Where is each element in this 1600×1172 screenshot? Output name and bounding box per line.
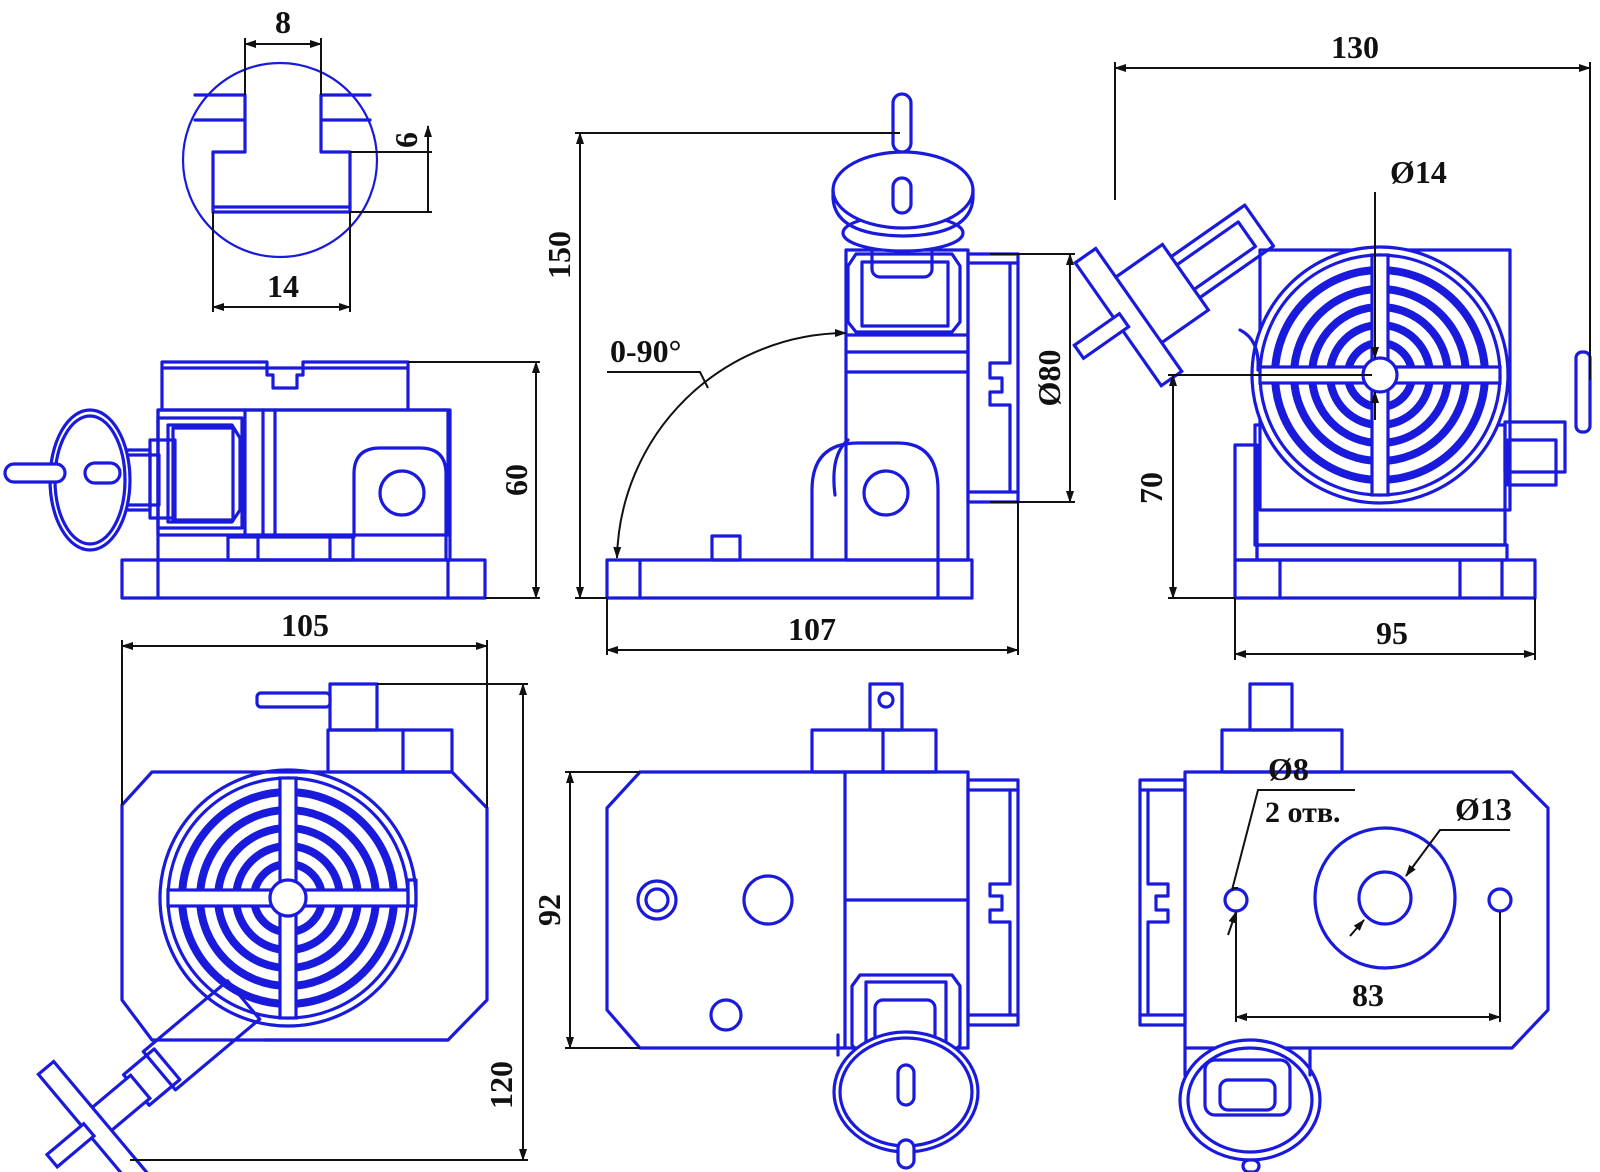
dim-center-boss: Ø13 — [1455, 791, 1512, 827]
top-view-horizontal: 105 120 — [36, 607, 528, 1172]
dim-length-120: 120 — [483, 1061, 519, 1109]
dim-width-105: 105 — [281, 607, 329, 643]
bottom-view: Ø8 2 отв. Ø13 83 — [1138, 682, 1550, 1172]
dim-width-95: 95 — [1376, 615, 1408, 651]
dim-center-height: 70 — [1133, 472, 1169, 504]
dim-length-107: 107 — [788, 611, 836, 647]
dim-diameter-80: Ø80 — [1031, 350, 1067, 407]
dim-hole-spacing: 83 — [1352, 977, 1384, 1013]
dim-length-92: 92 — [531, 894, 567, 926]
dim-mount-hole-count: 2 отв. — [1265, 796, 1341, 829]
side-view: 60 — [3, 360, 540, 600]
dim-width-130: 130 — [1331, 29, 1379, 65]
t-slot-detail-view: 8 6 14 — [181, 4, 432, 312]
dim-height-150: 150 — [541, 231, 577, 279]
dim-slot-width: 8 — [275, 4, 291, 40]
front-view-tilt: 150 0-90° Ø80 107 — [541, 92, 1075, 655]
dim-slot-depth: 6 — [388, 132, 424, 148]
dim-center-hole: Ø14 — [1390, 154, 1447, 190]
dim-mount-hole: Ø8 — [1268, 751, 1309, 787]
end-view: 130 Ø14 70 95 — [1072, 29, 1592, 660]
top-view-vertical: 92 — [531, 682, 1020, 1170]
dim-slot-bottom-width: 14 — [267, 268, 299, 304]
dim-height-60: 60 — [498, 464, 534, 496]
dim-tilt-angle: 0-90° — [610, 333, 681, 369]
